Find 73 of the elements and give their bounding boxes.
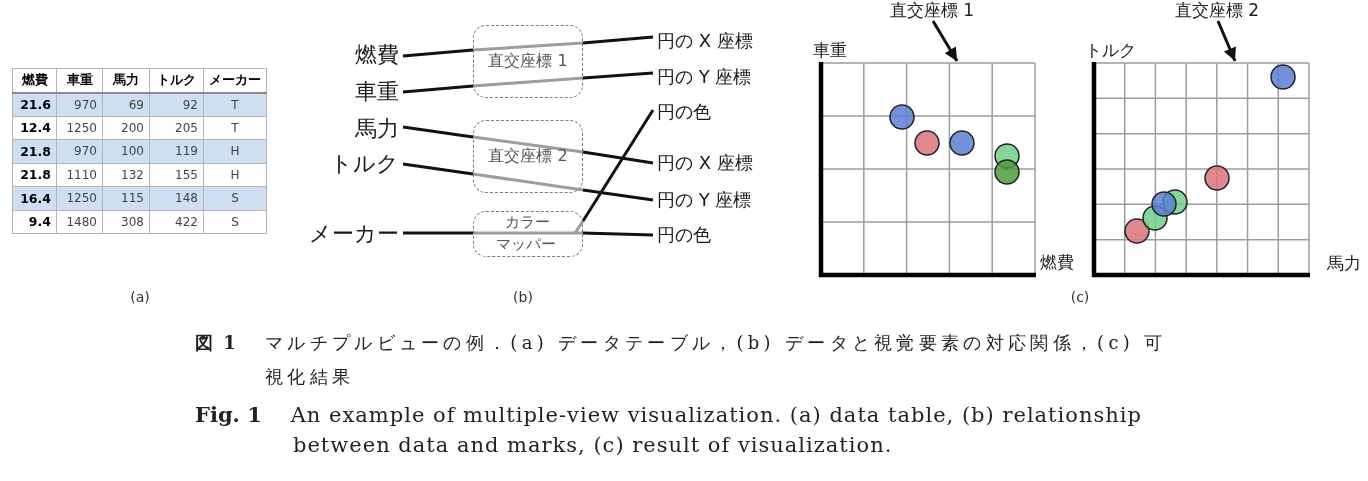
column-header: 燃費 bbox=[12, 68, 57, 93]
connector-line bbox=[402, 84, 474, 94]
connector-line bbox=[582, 35, 654, 45]
mapping-box: カラーマッパー bbox=[473, 211, 583, 257]
callout-label: 直交座標 2 bbox=[1174, 0, 1260, 21]
column-header: メーカー bbox=[203, 68, 267, 93]
figure-caption: Fig. 1 An example of multiple-view visualization. (a) data table, (b) relationship between data and marks, (c) result of visualization. bbox=[195, 401, 1143, 459]
connector-line bbox=[402, 162, 474, 176]
panel-label: (b) bbox=[513, 288, 533, 306]
table-cell: 308 bbox=[102, 210, 150, 234]
table-cell: H bbox=[203, 139, 267, 163]
channel-label: 円の Y 座標 bbox=[653, 66, 752, 88]
table-cell: 148 bbox=[149, 186, 204, 210]
table-cell: 115 bbox=[102, 186, 150, 210]
axis-label: 馬力 bbox=[1327, 253, 1361, 273]
connector-line bbox=[582, 150, 654, 165]
table-cell: 16.4 bbox=[12, 186, 57, 210]
table-cell: S bbox=[203, 186, 267, 210]
table-cell: 92 bbox=[149, 92, 204, 116]
table-cell: 12.4 bbox=[12, 116, 57, 140]
table-cell: 69 bbox=[102, 92, 150, 116]
channel-label: 円の X 座標 bbox=[653, 30, 753, 52]
column-header: 馬力 bbox=[102, 68, 150, 93]
panel-label: (a) bbox=[130, 288, 150, 306]
leader-arrow bbox=[931, 20, 959, 62]
table-cell: 1480 bbox=[56, 210, 103, 234]
channel-label: 円の色 bbox=[653, 224, 711, 246]
leader-arrow bbox=[1216, 20, 1237, 62]
column-header: トルク bbox=[149, 68, 204, 93]
callout-label: 直交座標 1 bbox=[889, 0, 975, 21]
channel-label: 円の色 bbox=[653, 101, 711, 123]
table-cell: 1250 bbox=[56, 116, 103, 140]
column-header: 車重 bbox=[56, 68, 103, 93]
table-cell: 21.6 bbox=[12, 92, 57, 116]
axis-label: 燃費 bbox=[1040, 252, 1074, 272]
connector-line bbox=[402, 48, 474, 58]
figure-caption: 図 1 マルチプルビューの例．(a) データテーブル，(b) データと視覚要素の対応関係，(c) 可視化結果 bbox=[195, 331, 1168, 389]
attribute-label: 燃費 bbox=[355, 42, 403, 68]
table-cell: S bbox=[203, 210, 267, 234]
connector-line bbox=[403, 231, 473, 235]
table-cell: 119 bbox=[149, 139, 204, 163]
panel-label: (c) bbox=[1070, 288, 1090, 306]
table-cell: 100 bbox=[102, 139, 150, 163]
table-cell: 1250 bbox=[56, 186, 103, 210]
connector-line bbox=[582, 188, 654, 202]
connector-line bbox=[582, 231, 654, 237]
table-cell: 21.8 bbox=[12, 163, 57, 187]
table-cell: T bbox=[203, 92, 267, 116]
channel-label: 円の Y 座標 bbox=[653, 189, 752, 211]
axis-label: 車重 bbox=[813, 40, 847, 60]
table-cell: H bbox=[203, 163, 267, 187]
attribute-label: 車重 bbox=[355, 79, 403, 105]
table-cell: 970 bbox=[56, 139, 103, 163]
table-cell: 1110 bbox=[56, 163, 103, 187]
table-cell: 205 bbox=[149, 116, 204, 140]
table-cell: T bbox=[203, 116, 267, 140]
mapping-box: 直交座標 2 bbox=[473, 120, 583, 193]
table-cell: 970 bbox=[56, 92, 103, 116]
connector-line bbox=[582, 71, 654, 80]
channel-label: 円の X 座標 bbox=[653, 152, 753, 174]
connector-line bbox=[581, 109, 655, 222]
table-cell: 9.4 bbox=[12, 210, 57, 234]
connector-line bbox=[402, 125, 474, 139]
table-cell: 21.8 bbox=[12, 139, 57, 163]
attribute-label: トルク bbox=[330, 151, 403, 177]
attribute-label: メーカー bbox=[309, 221, 403, 247]
table-cell: 155 bbox=[149, 163, 204, 187]
axis-label: トルク bbox=[1085, 40, 1136, 60]
mapping-box: 直交座標 1 bbox=[473, 25, 583, 98]
table-cell: 132 bbox=[102, 163, 150, 187]
table-cell: 200 bbox=[102, 116, 150, 140]
table-cell: 422 bbox=[149, 210, 204, 234]
attribute-label: 馬力 bbox=[355, 116, 403, 142]
